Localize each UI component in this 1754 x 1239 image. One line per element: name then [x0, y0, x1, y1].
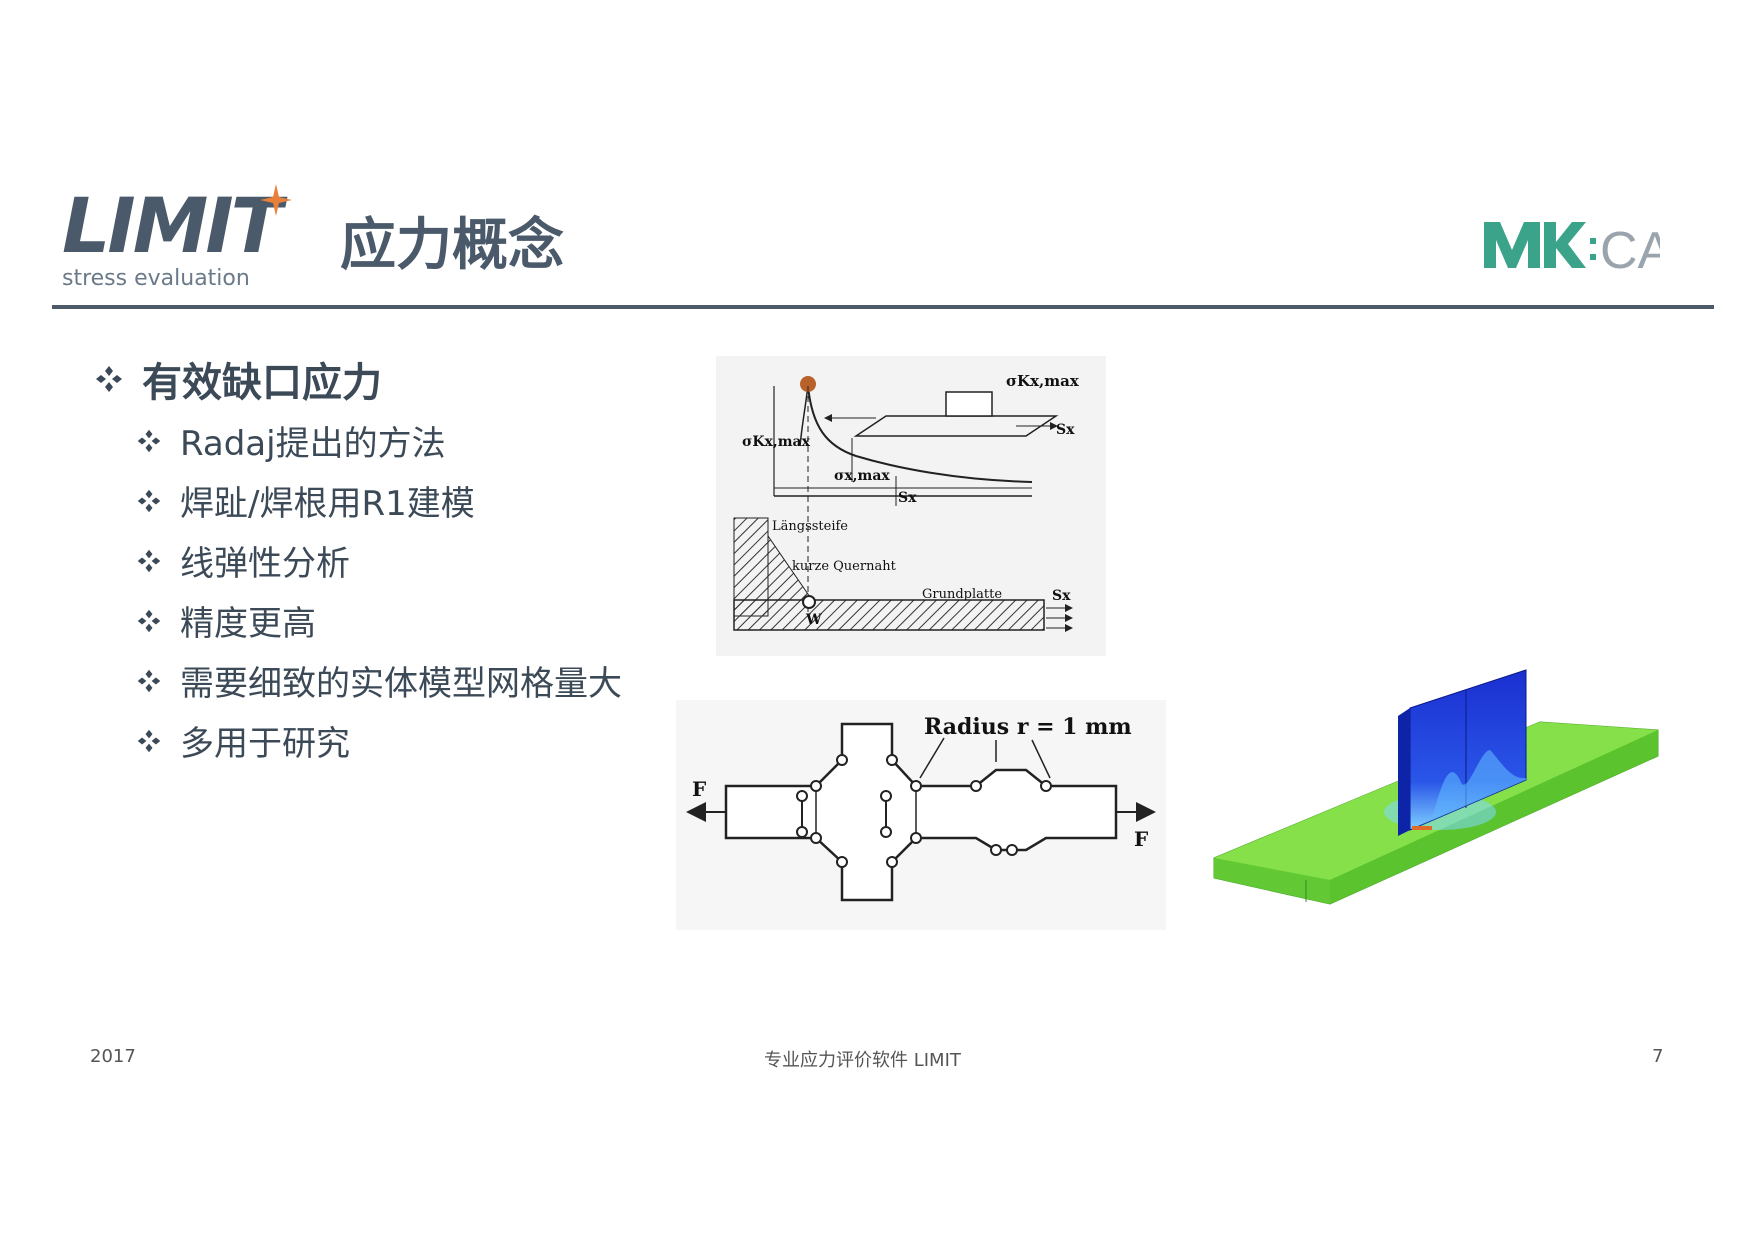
- diamond-bullet-icon: [137, 429, 161, 452]
- bullet-sub-text: 精度更高: [180, 604, 316, 644]
- cae-text: CAE: [1600, 222, 1660, 280]
- label-sigma-kx-max-left: σKx,max: [742, 434, 811, 450]
- cruciform-joint-diagram: Radius r = 1 mm F F: [676, 700, 1166, 930]
- bullet-sub-5: 需要细致的实体模型网格量大: [136, 656, 622, 705]
- label-f-left: F: [692, 777, 706, 801]
- bullet-sub-1: Radaj提出的方法: [136, 416, 446, 465]
- bullet-sub-2: 焊趾/焊根用R1建模: [136, 476, 475, 525]
- fe-model-image: [1213, 669, 1659, 905]
- page-number: 7: [1652, 1046, 1664, 1067]
- page-title: 应力概念: [340, 213, 564, 278]
- bullet-sub-text: 线弹性分析: [180, 544, 350, 584]
- bullet-main-text: 有效缺口应力: [142, 360, 382, 406]
- label-sx: Sx: [1056, 422, 1075, 438]
- diamond-bullet-icon: [137, 549, 161, 572]
- bullet-sub-6: 多用于研究: [136, 716, 350, 765]
- label-sigma-x-max: σx,max: [834, 468, 890, 484]
- label-f-right: F: [1134, 827, 1148, 851]
- star-icon: [260, 184, 292, 216]
- label-sx: Sx: [1052, 588, 1071, 604]
- mkcae-logo: CAE: [1480, 210, 1707, 280]
- bullet-sub-text: 焊趾/焊根用R1建模: [180, 484, 475, 524]
- bullet-sub-text: 需要细致的实体模型网格量大: [180, 664, 622, 704]
- bullet-sub-text: Radaj提出的方法: [180, 424, 446, 464]
- diamond-bullet-icon: [96, 366, 122, 392]
- label-radius: Radius r = 1 mm: [924, 714, 1132, 740]
- mkcae-logo-mark: CAE: [1484, 222, 1707, 280]
- bullet-sub-4: 精度更高: [136, 596, 316, 645]
- diamond-bullet-icon: [137, 489, 161, 512]
- limit-logo: LIMIT stress evaluation: [62, 181, 322, 298]
- diamond-bullet-icon: [137, 729, 161, 752]
- notch-stress-diagram: σKx,max Sx σKx,max σx,max Sx Längssteife…: [716, 356, 1106, 656]
- label-sx: Sx: [898, 490, 917, 506]
- bullet-sub-3: 线弹性分析: [136, 536, 350, 585]
- diamond-bullet-icon: [137, 609, 161, 632]
- bullet-sub-text: 多用于研究: [180, 724, 350, 764]
- limit-logo-tagline: stress evaluation: [62, 266, 250, 291]
- diamond-bullet-icon: [137, 669, 161, 692]
- label-laengssteife: Längssteife: [772, 519, 848, 534]
- limit-logo-word: LIMIT: [62, 181, 282, 270]
- label-w: W: [805, 612, 822, 628]
- footer-year: 2017: [90, 1046, 136, 1067]
- label-grundplatte: Grundplatte: [922, 587, 1002, 602]
- footer-center: 专业应力评价软件 LIMIT: [764, 1050, 961, 1071]
- bullet-main: 有效缺口应力: [94, 350, 382, 408]
- header-divider: [52, 305, 1714, 309]
- label-sigma-kx-max-right: σKx,max: [1006, 372, 1080, 390]
- label-kurze-quernaht: kurze Quernaht: [792, 559, 897, 574]
